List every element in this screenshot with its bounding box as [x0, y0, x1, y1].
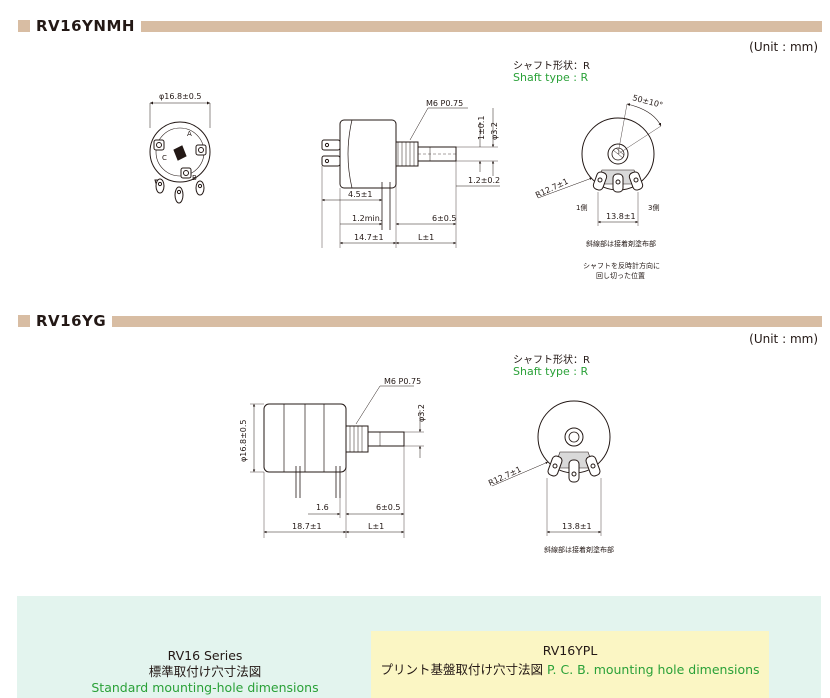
pcb-caption-box: RV16YPL プリント基盤取付け穴寸法図 P. C. B. mounting …: [371, 631, 769, 698]
front-view-rv16ynmh: [149, 101, 211, 204]
section-bar: [112, 315, 822, 327]
note-adhesive: 斜線部は接着剤塗布部: [586, 239, 656, 248]
section-title: RV16YG: [36, 312, 107, 330]
note-adhesive: 斜線部は接着剤塗布部: [544, 545, 614, 554]
note-shaft-ccw: シャフトを反時計方向に: [583, 261, 660, 270]
dim-body-dia: φ16.8±0.5: [239, 419, 248, 462]
pcb-title-jp: プリント基盤取付け穴寸法図: [380, 662, 543, 677]
dim-1-6: 1.6: [316, 503, 329, 512]
pcb-title: プリント基盤取付け穴寸法図 P. C. B. mounting hole dim…: [371, 659, 769, 678]
note-position: 回し切った位置: [596, 271, 645, 280]
dim-1-2: 1.2min.: [352, 214, 382, 223]
dim-flat: 1±0.1: [477, 115, 486, 140]
dim-l: L±1: [368, 522, 384, 531]
dim-thread: M6 P0.75: [426, 99, 463, 108]
section-title: RV16YNMH: [36, 17, 135, 35]
dim-shaft-dia: φ3.2: [490, 122, 499, 140]
pin1-label: 1側: [576, 203, 587, 212]
series-caption: RV16 Series 標準取付け穴寸法図 Standard mounting-…: [60, 648, 350, 696]
dim-diameter: φ16.8±0.5: [159, 92, 202, 101]
dim-thread: M6 P0.75: [384, 377, 421, 386]
dim-angle: 50±10°: [631, 93, 663, 110]
section-header-rv16ynmh: RV16YNMH: [18, 17, 822, 35]
dim-4-5: 4.5±1: [348, 190, 373, 199]
pin-letter-c: C: [162, 154, 167, 162]
back-view-rv16ynmh: [537, 103, 662, 226]
dim-shaft-dia: φ3.2: [417, 404, 426, 422]
unit-label: (Unit : mm): [749, 40, 818, 54]
side-view-rv16yg: [250, 385, 424, 538]
dim-14-7: 14.7±1: [354, 233, 384, 242]
shaft-type-en: Shaft type : R: [513, 71, 589, 84]
series-title-jp: 標準取付け穴寸法図: [148, 664, 262, 679]
dim-l: L±1: [418, 233, 434, 242]
side-view-rv16ynmh: [321, 107, 500, 248]
pin-letter-a: A: [187, 130, 192, 138]
dim-radius: R12.7±1: [487, 465, 523, 488]
series-title-en: Standard mounting-hole dimensions: [91, 680, 319, 695]
dim-6: 6±0.5: [376, 503, 401, 512]
section-marker: [18, 20, 30, 32]
dim-flat2: 1.2±0.2: [468, 176, 500, 185]
dim-pin-spacing: 13.8±1: [562, 522, 592, 531]
dim-18-7: 18.7±1: [292, 522, 322, 531]
series-name: RV16 Series: [167, 648, 243, 663]
section-header-rv16yg: RV16YG: [18, 312, 822, 330]
dim-pin-spacing: 13.8±1: [606, 212, 636, 221]
shaft-type-jp: シャフト形状：R: [513, 355, 590, 366]
pcb-title-en: P. C. B. mounting hole dimensions: [546, 662, 760, 677]
section-bar: [140, 20, 822, 32]
back-view-rv16yg: [491, 400, 611, 536]
shaft-type-en: Shaft type : R: [513, 365, 589, 378]
dim-6: 6±0.5: [432, 214, 457, 223]
pcb-model: RV16YPL: [542, 643, 598, 658]
pin-letter-b: B: [192, 174, 197, 182]
shaft-type-jp: シャフト形状：R: [513, 61, 590, 72]
section-marker: [18, 315, 30, 327]
unit-label: (Unit : mm): [749, 332, 818, 346]
pin3-label: 3側: [648, 203, 659, 212]
